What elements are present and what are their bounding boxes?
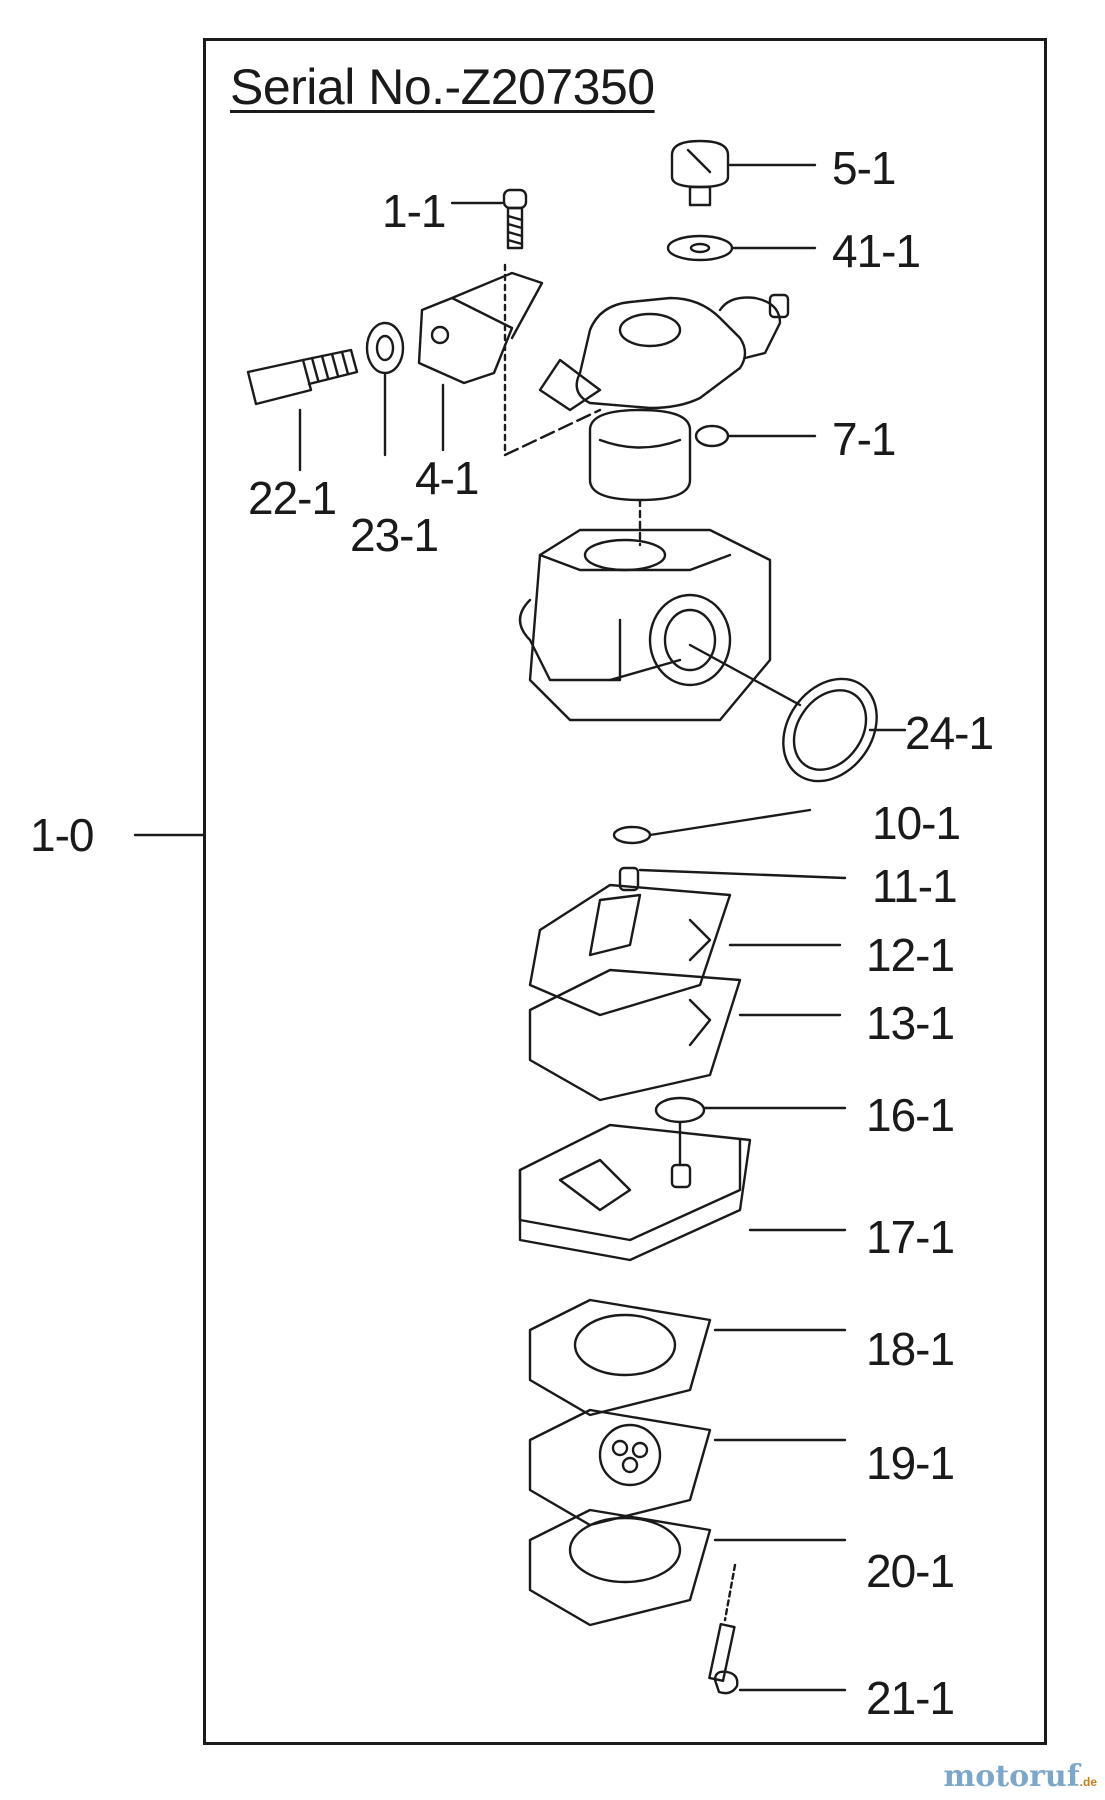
nut-23-1 — [365, 321, 405, 457]
screw-1-1 — [450, 188, 528, 250]
label-21-1: 21-1 — [866, 1672, 955, 1724]
gasket-18-1 — [528, 1298, 847, 1417]
gasket-12-1 — [528, 883, 842, 1017]
watermark-logo: motoruf.de — [943, 1759, 1098, 1794]
label-19-1: 19-1 — [866, 1437, 955, 1489]
label-5-1: 5-1 — [832, 142, 896, 194]
carburetor-body — [518, 528, 802, 722]
pin-11-1 — [618, 866, 847, 892]
assembly-frame — [203, 38, 1047, 1745]
screw-5-1 — [670, 139, 817, 207]
label-13-1: 13-1 — [866, 997, 955, 1049]
label-11-1: 11-1 — [872, 860, 958, 912]
label-10-1: 10-1 — [872, 797, 961, 849]
label-24-1: 24-1 — [905, 707, 994, 759]
label-17-1: 17-1 — [866, 1211, 955, 1263]
screen-16-1 — [654, 1096, 847, 1167]
washer-41-1 — [666, 234, 817, 262]
seal-24-1 — [782, 677, 907, 783]
label-16-1: 16-1 — [866, 1089, 955, 1141]
label-22-1: 22-1 — [248, 472, 337, 524]
screw-21-1 — [708, 1563, 847, 1695]
throttle-lever-assembly — [503, 293, 790, 547]
screw-22-1 — [246, 348, 359, 472]
label-12-1: 12-1 — [866, 929, 955, 981]
label-41-1: 41-1 — [832, 225, 921, 277]
clip-7-1 — [694, 424, 817, 448]
washer-10-1 — [612, 808, 812, 845]
label-1-1: 1-1 — [382, 185, 446, 237]
serial-number: Serial No.-Z207350 — [230, 59, 655, 115]
label-18-1: 18-1 — [866, 1323, 955, 1375]
label-20-1: 20-1 — [866, 1545, 955, 1597]
label-4-1: 4-1 — [415, 452, 479, 504]
bracket-4-1 — [417, 263, 544, 452]
cover-20-1 — [528, 1508, 847, 1627]
label-23-1: 23-1 — [350, 509, 439, 561]
label-1-0: 1-0 — [30, 809, 94, 861]
gasket-13-1 — [528, 968, 842, 1102]
diaphragm-19-1 — [528, 1408, 847, 1527]
metering-body-17-1 — [518, 1123, 847, 1262]
label-7-1: 7-1 — [832, 413, 896, 465]
